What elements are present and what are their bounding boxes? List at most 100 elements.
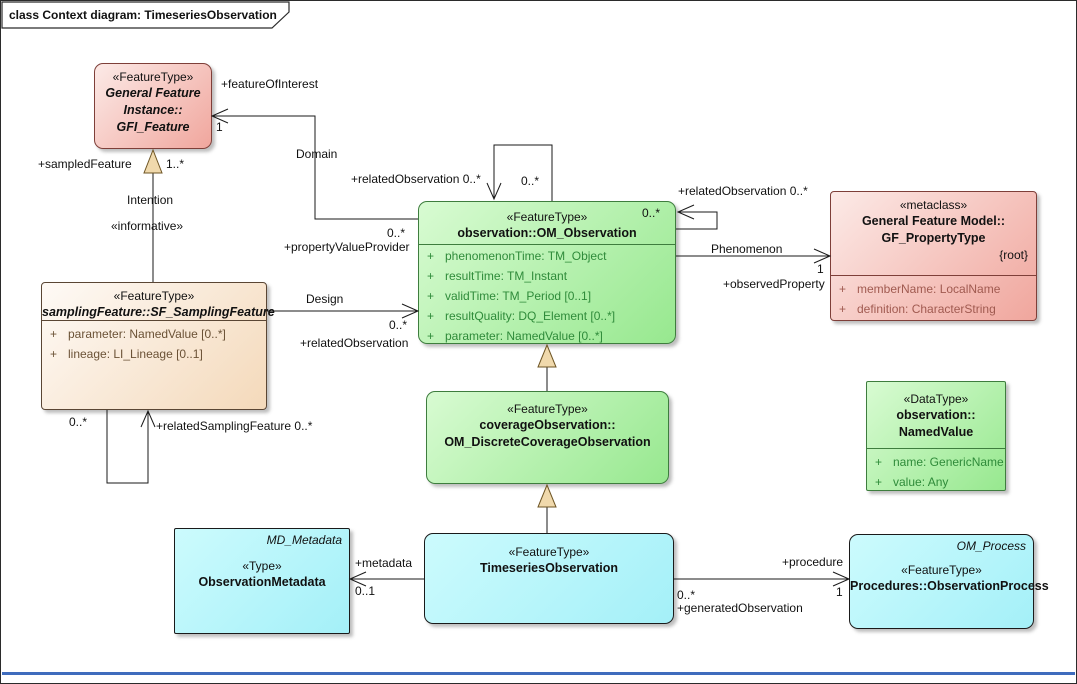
attr-text: resultQuality: DQ_Element [0..*]	[445, 308, 616, 323]
class-name: observation::OM_Observation	[457, 226, 637, 240]
label-intention-assoc-name: Intention	[127, 193, 174, 207]
assoc-procedure[interactable]	[674, 571, 851, 587]
label-informative-stereotype: «informative»	[111, 219, 184, 233]
label-metadata-mult: 0..1	[355, 584, 376, 598]
class-name: General Feature	[105, 86, 201, 100]
class-header: «FeatureType» samplingFeature::SF_Sampli…	[42, 283, 275, 321]
attributes-compartment: + phenomenonTime: TM_Object + resultTime…	[419, 245, 675, 346]
attribute-row: + name: GenericName	[867, 452, 1005, 472]
class-header: «FeatureType» observation::OM_Observatio…	[419, 202, 675, 245]
class-observationmetadata[interactable]: MD_Metadata «Type» ObservationMetadata	[174, 528, 350, 634]
class-name: TimeseriesObservation	[479, 561, 619, 575]
label-related-observation-role: +relatedObservation	[300, 336, 409, 350]
attr-text: definition: CharacterString	[857, 301, 996, 316]
attr-visibility: +	[427, 268, 435, 283]
stereotype: «FeatureType»	[901, 563, 982, 577]
class-om-discretecoverageobservation[interactable]: «FeatureType» coverageObservation:: OM_D…	[426, 391, 669, 484]
assoc-intention[interactable]	[143, 148, 163, 282]
label-design-mult: 0..*	[389, 318, 408, 332]
assoc-related-observation-top[interactable]	[486, 144, 553, 201]
class-namedvalue[interactable]: «DataType» observation:: NamedValue + na…	[866, 381, 1006, 491]
label-sampled-feature-role: +sampledFeature	[38, 157, 132, 171]
attribute-row: + lineage: LI_Lineage [0..1]	[42, 344, 266, 364]
attribute-row: + phenomenonTime: TM_Object	[419, 246, 675, 266]
attr-text: value: Any	[893, 474, 949, 489]
stereotype: «DataType»	[903, 392, 969, 406]
assoc-design[interactable]	[267, 303, 420, 319]
class-gf-propertytype[interactable]: «metaclass» General Feature Model:: GF_P…	[830, 191, 1037, 321]
class-name: General Feature Model::	[861, 214, 1006, 228]
stereotype: «Type»	[242, 559, 282, 573]
classifier-corner-label: OM_Process	[956, 539, 1026, 553]
class-name: Instance::	[123, 103, 183, 117]
attributes-compartment: + name: GenericName + value: Any	[867, 449, 1005, 492]
assoc-feature-of-interest[interactable]	[210, 108, 418, 220]
class-om-observation[interactable]: «FeatureType» observation::OM_Observatio…	[418, 201, 676, 344]
label-property-value-provider-role: +propertyValueProvider	[284, 240, 410, 254]
label-procedure-mult: 1	[836, 585, 843, 599]
label-sampled-feature-mult: 1..*	[166, 157, 185, 171]
label-observed-property-role: +observedProperty	[723, 277, 825, 291]
class-gfi-feature[interactable]: «FeatureType» General Feature Instance::…	[94, 63, 212, 149]
class-name: coverageObservation::	[479, 418, 616, 432]
stereotype: «metaclass»	[899, 198, 968, 212]
attr-text: validTime: TM_Period [0..1]	[445, 288, 592, 303]
class-header: «metaclass» General Feature Model:: GF_P…	[831, 192, 1036, 276]
label-metadata-role: +metadata	[355, 556, 413, 570]
root-tag: {root}	[999, 248, 1028, 262]
stereotype: «FeatureType»	[506, 210, 588, 224]
attribute-row: + resultTime: TM_Instant	[419, 266, 675, 286]
attr-visibility: +	[839, 301, 847, 316]
class-name: GF_PropertyType	[881, 231, 986, 245]
attribute-row: + memberName: LocalName	[831, 279, 1036, 299]
attr-visibility: +	[427, 248, 435, 263]
class-name: observation::	[896, 408, 976, 422]
attr-visibility: +	[875, 454, 883, 469]
stereotype: «FeatureType»	[507, 402, 588, 416]
stereotype: «FeatureType»	[112, 70, 194, 84]
stereotype: «FeatureType»	[113, 289, 195, 303]
attr-visibility: +	[875, 474, 883, 489]
label-domain-assoc-name: Domain	[296, 147, 338, 161]
attr-visibility: +	[50, 326, 58, 341]
diagram-title: class Context diagram: TimeseriesObserva…	[9, 8, 277, 22]
attributes-compartment: + parameter: NamedValue [0..*] + lineage…	[42, 321, 266, 364]
label-procedure-role: +procedure	[782, 555, 844, 569]
class-header: «FeatureType» coverageObservation:: OM_D…	[427, 392, 668, 451]
attribute-row: + resultQuality: DQ_Element [0..*]	[419, 306, 675, 326]
attr-text: lineage: LI_Lineage [0..1]	[68, 346, 203, 361]
label-design-assoc-name: Design	[306, 292, 344, 306]
stereotype: «FeatureType»	[508, 545, 590, 559]
class-header: «Type» ObservationMetadata	[175, 529, 349, 591]
attr-visibility: +	[427, 308, 435, 323]
class-name: Procedures::ObservationProcess	[850, 579, 1049, 593]
attributes-compartment: + memberName: LocalName + definition: Ch…	[831, 276, 1036, 319]
label-observed-property-mult: 1	[817, 262, 824, 276]
class-name: OM_DiscreteCoverageObservation	[444, 435, 651, 449]
label-phenomenon-assoc-name: Phenomenon	[711, 242, 783, 256]
class-name: samplingFeature::SF_SamplingFeature	[42, 305, 275, 319]
generalization-dco-om[interactable]	[537, 343, 557, 391]
class-header: «DataType» observation:: NamedValue	[867, 382, 1005, 449]
attribute-row: + parameter: NamedValue [0..*]	[419, 326, 675, 346]
class-name: GFI_Feature	[116, 120, 190, 134]
attr-text: parameter: NamedValue [0..*]	[68, 326, 226, 341]
attr-text: phenomenonTime: TM_Object	[445, 248, 607, 263]
class-name: NamedValue	[898, 425, 974, 439]
class-sf-samplingfeature[interactable]: «FeatureType» samplingFeature::SF_Sampli…	[41, 282, 275, 410]
label-related-observation-right-role: +relatedObservation 0..*	[678, 184, 808, 198]
class-timeseriesobservation[interactable]: «FeatureType» TimeseriesObservation	[424, 533, 674, 624]
class-name: ObservationMetadata	[198, 575, 326, 589]
label-sf-loop-mult: 0..*	[69, 415, 88, 429]
assoc-related-sampling-feature[interactable]	[106, 409, 156, 484]
generalization-tso-dco[interactable]	[537, 483, 557, 533]
class-header: «FeatureType» General Feature Instance::…	[95, 64, 211, 136]
attribute-row: + value: Any	[867, 472, 1005, 492]
attr-visibility: +	[427, 328, 435, 343]
class-observationprocess[interactable]: OM_Process «FeatureType» Procedures::Obs…	[849, 534, 1049, 629]
attribute-row: + parameter: NamedValue [0..*]	[42, 324, 266, 344]
assoc-related-observation-right[interactable]	[676, 204, 718, 230]
bottom-edge-line	[2, 672, 1075, 675]
label-feature-of-interest-mult: 1	[216, 120, 223, 134]
